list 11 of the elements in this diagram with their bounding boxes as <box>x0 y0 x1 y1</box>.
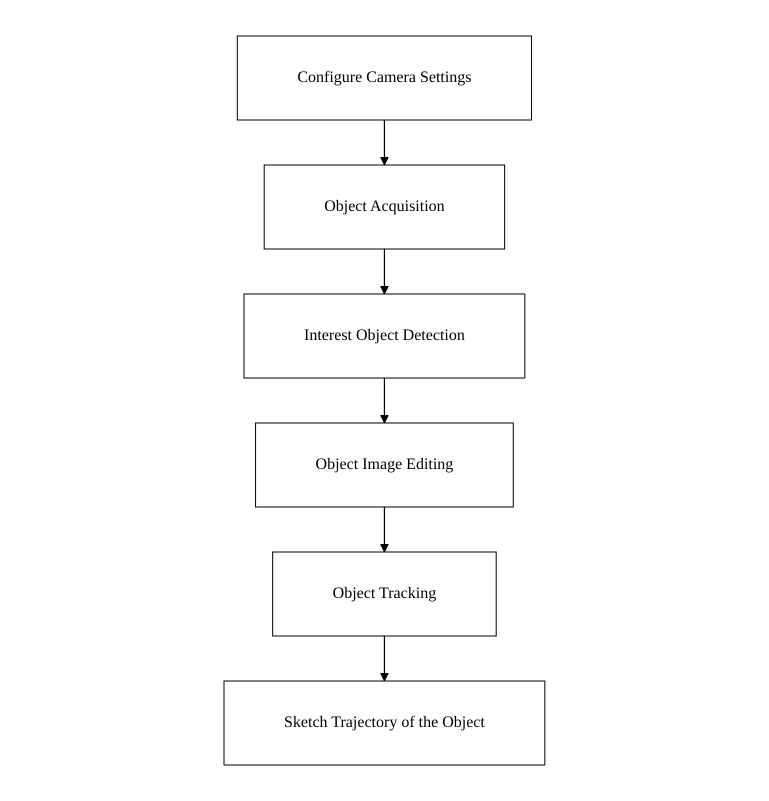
node-box: Object Image Editing <box>255 422 514 508</box>
arrow <box>380 120 389 166</box>
node-box: Object Tracking <box>272 552 497 636</box>
arrow <box>380 636 389 682</box>
node-box: Interest Object Detection <box>244 294 526 378</box>
node-box: Sketch Trajectory of the Object <box>224 680 546 766</box>
arrow <box>380 378 389 424</box>
node-box: Object Acquisition <box>264 164 506 250</box>
node-box: Configure Camera Settings <box>236 36 532 120</box>
arrow <box>380 507 389 552</box>
arrow <box>380 249 389 294</box>
